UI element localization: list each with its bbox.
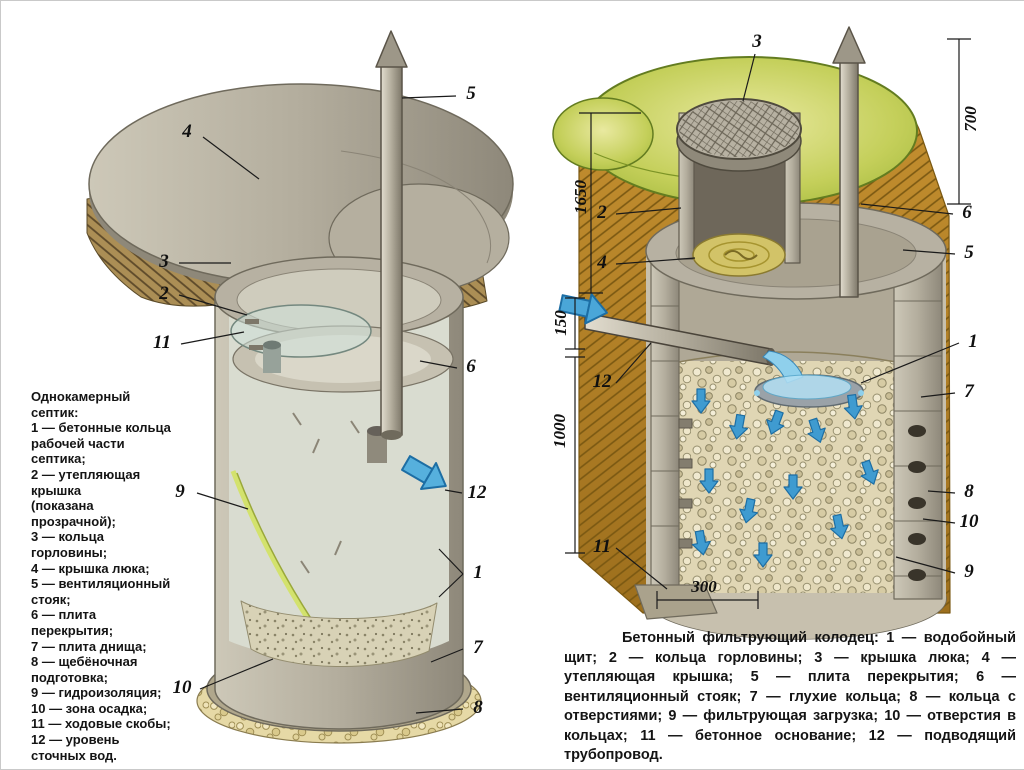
ring-holes	[908, 425, 926, 581]
dim-label-300: 300	[691, 577, 717, 596]
right-callout-2: 2	[597, 202, 607, 223]
left-callout-8: 8	[473, 697, 483, 718]
right-callout-8: 8	[964, 481, 974, 502]
right-caption: Бетонный фильтрующий колодец: 1 — водобо…	[564, 630, 1016, 763]
vent-pipe-right	[832, 26, 866, 298]
right-callout-3: 3	[752, 31, 762, 52]
left-callout-4: 4	[182, 121, 192, 142]
vent-pipe-left	[375, 30, 408, 440]
left-callout-5: 5	[466, 83, 476, 104]
filter-well	[634, 202, 947, 640]
outlet-tee	[367, 431, 387, 463]
left-callout-6: 6	[466, 356, 476, 377]
left-callout-1: 1	[473, 562, 483, 583]
right-wall	[893, 245, 943, 600]
dim-label-1000: 1000	[550, 414, 569, 448]
ladder-steps	[678, 418, 693, 549]
right-callout-10: 10	[959, 511, 979, 532]
left-callout-9: 9	[175, 481, 185, 502]
left-legend: Однокамерный септик: 1 — бетонные кольца…	[31, 389, 171, 763]
manhole-cover-right	[676, 98, 802, 172]
leader-lines-left	[178, 95, 464, 714]
dim-label-700: 700	[961, 106, 980, 132]
right-callout-7: 7	[964, 381, 974, 402]
vent-cap-right	[832, 26, 866, 64]
right-callout-4: 4	[597, 252, 607, 273]
left-callout-3: 3	[159, 251, 169, 272]
right-callout-5: 5	[964, 242, 974, 263]
wall-marks	[292, 412, 360, 574]
right-diagram-art	[552, 26, 971, 640]
inlet-pipe	[558, 293, 776, 366]
leader-lines-right	[615, 53, 960, 590]
base-slab	[634, 584, 718, 620]
right-callout-11: 11	[593, 536, 611, 557]
left-callout-11: 11	[153, 332, 171, 353]
ground-slab	[88, 83, 514, 293]
left-callout-7: 7	[473, 637, 483, 658]
left-callout-10: 10	[172, 677, 192, 698]
ladder-staples	[245, 319, 263, 350]
dimension-lines	[565, 38, 971, 609]
septic-tank-barrel	[196, 256, 482, 744]
left-callout-12: 12	[467, 482, 487, 503]
sludge-zone	[240, 600, 438, 667]
insulating-cover-right	[692, 233, 786, 277]
vent-cap-left	[375, 30, 408, 68]
right-callout-1: 1	[968, 331, 978, 352]
dim-label-150: 150	[551, 310, 570, 336]
right-callout-9: 9	[964, 561, 974, 582]
right-callout-12: 12	[592, 371, 612, 392]
dim-label-1650: 1650	[571, 180, 590, 214]
inlet-tee	[263, 345, 281, 373]
outlet-arrow-icon	[401, 455, 447, 490]
right-callout-6: 6	[962, 202, 972, 223]
left-diagram-art	[86, 30, 514, 744]
left-callout-2: 2	[159, 283, 169, 304]
baffle-plate-and-splash	[754, 350, 864, 408]
